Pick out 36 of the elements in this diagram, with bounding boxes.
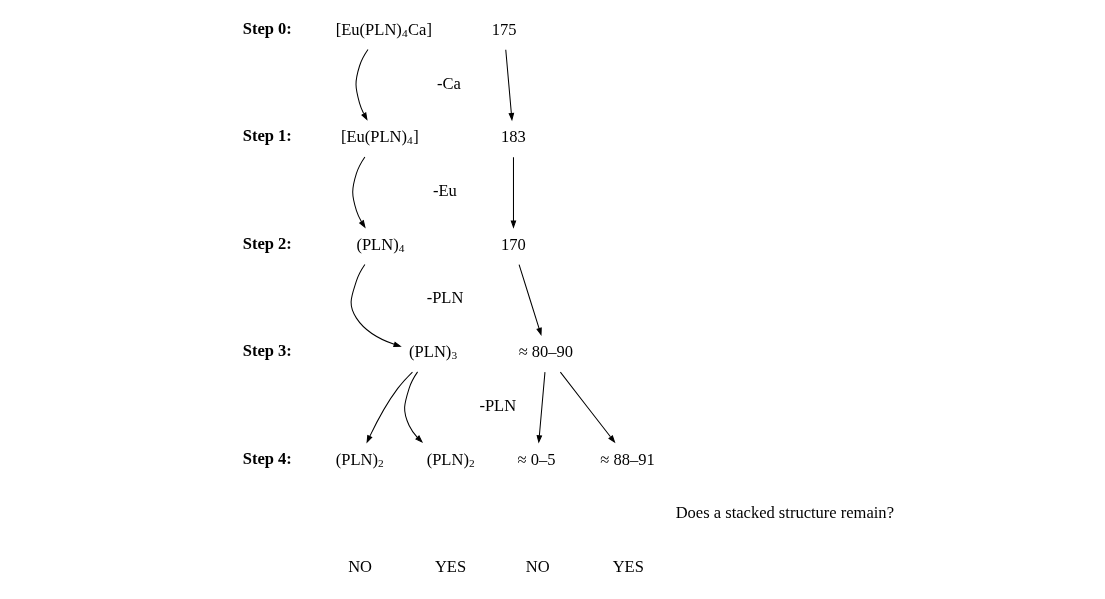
label: -Ca (436, 73, 461, 93)
node-text: (PLN)4 (355, 234, 404, 254)
node-text: (PLN)2 (335, 449, 384, 469)
label: NO (347, 557, 372, 577)
node-text: ≈ 80–90 (518, 342, 573, 362)
node-text: ≈ 0–5 (517, 449, 556, 469)
label: YES (612, 557, 644, 577)
arrow (355, 49, 368, 121)
label: Step 4: (242, 448, 292, 468)
label: YES (434, 557, 466, 577)
label: Step 2: (242, 233, 292, 253)
label: NO (525, 557, 550, 577)
node-text: 170 (500, 234, 526, 254)
label: -PLN (426, 288, 463, 308)
node-text: 183 (500, 127, 526, 147)
label: Step 1: (242, 126, 292, 146)
label: Step 3: (242, 341, 292, 361)
arrow (536, 371, 545, 444)
node-text: (PLN)2 (426, 449, 475, 469)
label: Step 0: (242, 18, 292, 38)
node-text: [Eu(PLN)4] (340, 127, 419, 147)
arrow (510, 156, 516, 229)
arrow (559, 371, 615, 444)
node-text: [Eu(PLN)4Ca] (335, 19, 432, 39)
arrow (403, 371, 423, 443)
node-text: 175 (491, 19, 517, 39)
arrow (351, 156, 366, 229)
node-text: ≈ 88–91 (599, 449, 655, 469)
arrow (350, 263, 402, 347)
label: -PLN (478, 395, 516, 415)
label: -Eu (432, 180, 457, 200)
arrow (365, 371, 413, 444)
node-text: (PLN)3 (408, 342, 457, 362)
label: Does a stacked structure remain? (675, 503, 894, 523)
arrow (504, 49, 514, 122)
arrow (518, 264, 542, 337)
